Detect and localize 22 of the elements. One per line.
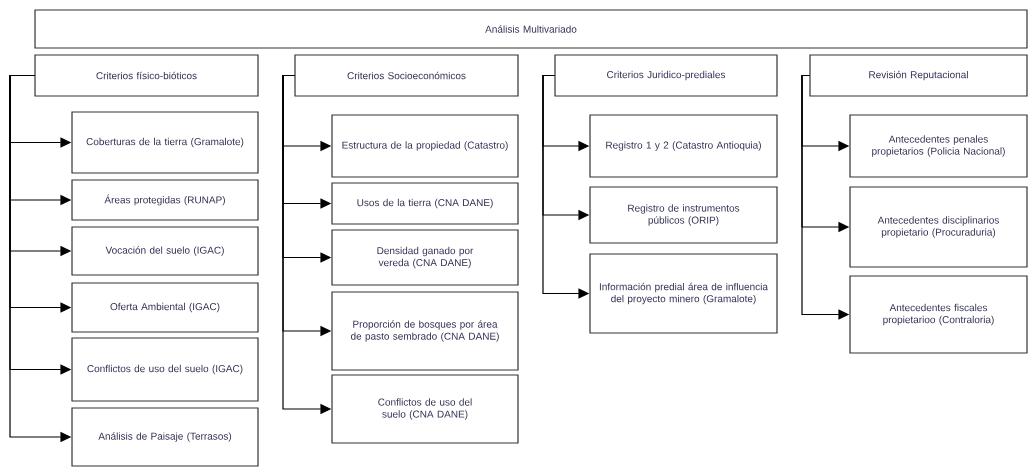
- category-box: Criterios físico-bióticos: [34, 54, 259, 97]
- criterion-box: Densidad ganado por vereda (CNA DANE): [331, 229, 519, 286]
- title-box: Análisis Multivariado: [34, 9, 1028, 49]
- criterion-box: Estructura de la propiedad (Catastro): [331, 114, 519, 178]
- category-box: Revisión Reputacional: [809, 54, 1028, 97]
- criterion-box: Antecedentes disciplinarios propietario (Procuraduria): [849, 186, 1028, 268]
- criterion-box: Información predial área de influencia del proyecto minero (Gramalote): [589, 253, 778, 334]
- criterion-box: Antecedentes penales propietarios (Policia Nacional): [849, 114, 1028, 178]
- criterion-box: Registro de instrumentos públicos (ORIP): [589, 186, 778, 244]
- criterion-box: Análisis de Paisaje (Terrasos): [71, 407, 259, 467]
- criterion-box: Conflictos de uso del suelo (IGAC): [71, 337, 259, 402]
- criterion-box: Usos de la tierra (CNA DANE): [331, 182, 519, 225]
- criterion-box: Coberturas de la tierra (Gramalote): [71, 111, 259, 174]
- criterion-box: Vocación del suelo (IGAC): [71, 226, 259, 276]
- criterion-box: Registro 1 y 2 (Catastro Antioquia): [589, 114, 778, 178]
- criterion-box: Antecedentes fiscales propietarioo (Contraloria): [849, 275, 1028, 354]
- category-box: Criterios Juridico-prediales: [554, 54, 778, 97]
- category-box: Criterios Socioeconómicos: [294, 54, 519, 97]
- criterion-box: Áreas protegidas (RUNAP): [71, 179, 259, 221]
- criterion-box: Oferta Ambiental (IGAC): [71, 282, 259, 333]
- criterion-box: Proporción de bosques por área de pasto sembrado (CNA DANE): [331, 291, 519, 371]
- criterion-box: Conflictos de uso del suelo (CNA DANE): [331, 374, 519, 444]
